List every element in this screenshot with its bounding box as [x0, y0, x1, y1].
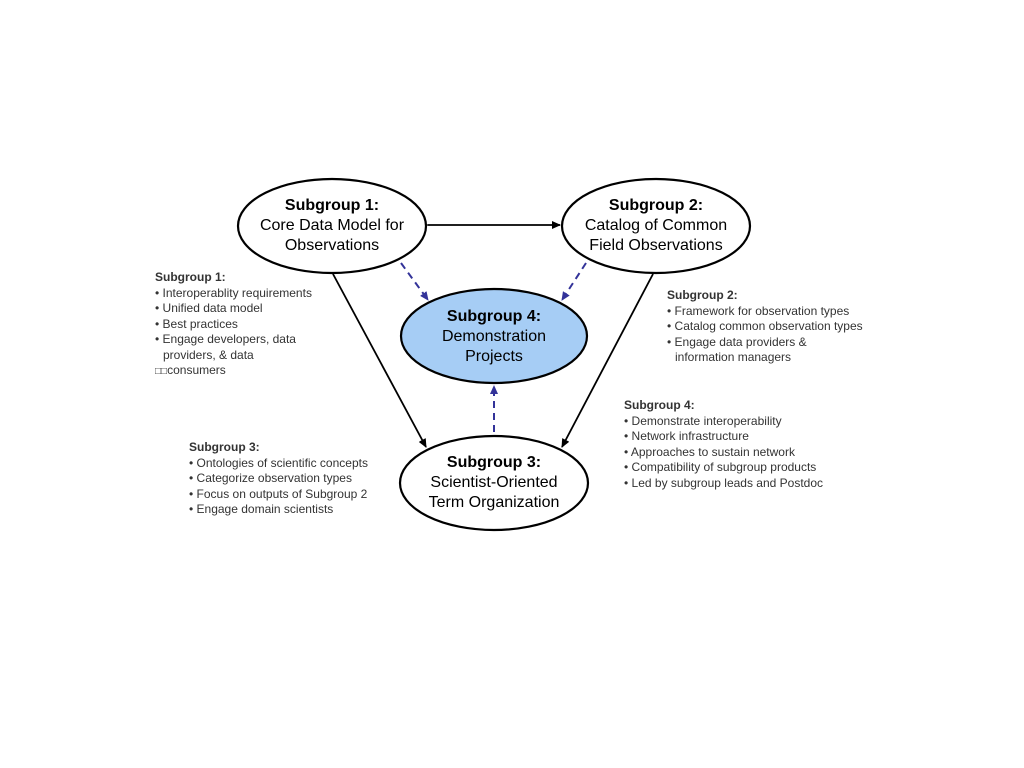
- note-subgroup-3-item: • Focus on outputs of Subgroup 2: [189, 486, 368, 501]
- node-subgroup-4: Subgroup 4: Demonstration Projects: [399, 307, 589, 367]
- note-subgroup-1-item-continuation: providers, & data: [163, 347, 254, 362]
- ellipse-subgroup-3: [398, 434, 590, 532]
- note-subgroup-1-item: • Unified data model: [155, 301, 263, 315]
- note-subgroup-2: Subgroup 2: • Framework for observation …: [667, 288, 863, 366]
- node-subgroup-2-title: Subgroup 2:: [608, 197, 704, 214]
- note-subgroup-1-item: • Engage developers, data: [155, 332, 296, 346]
- node-subgroup-4-line-1: Demonstration: [441, 328, 547, 345]
- note-subgroup-1-item: • Best practices: [155, 316, 238, 331]
- arrow-sg1-sg3: [325, 265, 427, 448]
- note-subgroup-4: Subgroup 4: • Demonstrate interoperabili…: [624, 398, 823, 491]
- node-subgroup-1-title: Subgroup 1:: [284, 197, 380, 214]
- node-subgroup-3-title: Subgroup 3:: [446, 454, 542, 471]
- note-subgroup-2-item: • Engage data providers &: [667, 334, 807, 349]
- node-subgroup-3: Subgroup 3: Scientist-Oriented Term Orga…: [399, 453, 589, 513]
- node-subgroup-2-line-2: Field Observations: [589, 237, 723, 254]
- note-subgroup-1-last-word: consumers: [167, 363, 226, 377]
- note-subgroup-4-item: • Approaches to sustain network: [624, 444, 795, 459]
- note-subgroup-4-item: • Led by subgroup leads and Postdoc: [624, 475, 824, 490]
- ellipse-subgroup-4: [399, 287, 589, 385]
- note-subgroup-1-item: • Interoperablity requirements: [155, 285, 312, 300]
- ellipse-subgroup-1: [236, 177, 428, 275]
- note-subgroup-4-title: Subgroup 4:: [624, 398, 695, 412]
- note-subgroup-3-title: Subgroup 3:: [189, 440, 260, 454]
- node-subgroup-3-line-2: Term Organization: [428, 494, 560, 511]
- note-subgroup-3-item: • Categorize observation types: [189, 471, 352, 485]
- node-subgroup-2: Subgroup 2: Catalog of Common Field Obse…: [561, 196, 751, 256]
- node-subgroup-1-line-2: Observations: [284, 237, 380, 254]
- node-subgroup-3-line-1: Scientist-Oriented: [430, 474, 558, 491]
- missing-glyph-marker: □□: [155, 366, 168, 377]
- note-subgroup-3-item: • Ontologies of scientific concepts: [189, 455, 368, 470]
- dashed-arrow-sg2-sg4: [561, 262, 587, 301]
- node-subgroup-1-line-1: Core Data Model for: [259, 217, 405, 234]
- note-subgroup-3-item: • Engage domain scientists: [189, 502, 334, 516]
- node-subgroup-4-title: Subgroup 4:: [446, 308, 542, 325]
- arrow-sg2-sg3: [561, 265, 661, 448]
- note-subgroup-4-item: • Demonstrate interoperability: [624, 413, 782, 428]
- ellipse-subgroup-2: [560, 177, 752, 275]
- note-subgroup-4-item: • Network infrastructure: [624, 429, 749, 443]
- note-subgroup-2-item-continuation: information managers: [675, 350, 792, 364]
- dashed-arrow-sg1-sg4: [400, 262, 429, 301]
- note-subgroup-3: Subgroup 3: • Ontologies of scientific c…: [189, 440, 368, 518]
- note-subgroup-2-item: • Catalog common observation types: [667, 319, 863, 333]
- note-subgroup-1-title: Subgroup 1:: [155, 270, 226, 284]
- note-subgroup-2-item: • Framework for observation types: [667, 303, 850, 318]
- note-subgroup-4-item: • Compatibility of subgroup products: [624, 460, 817, 474]
- note-subgroup-1-last-line: □□consumers: [155, 363, 312, 380]
- node-subgroup-2-line-1: Catalog of Common: [584, 217, 728, 234]
- node-subgroup-1: Subgroup 1: Core Data Model for Observat…: [237, 196, 427, 256]
- node-subgroup-4-line-2: Projects: [465, 348, 523, 365]
- note-subgroup-1: Subgroup 1: • Interoperablity requiremen…: [155, 270, 312, 380]
- note-subgroup-2-title: Subgroup 2:: [667, 288, 738, 302]
